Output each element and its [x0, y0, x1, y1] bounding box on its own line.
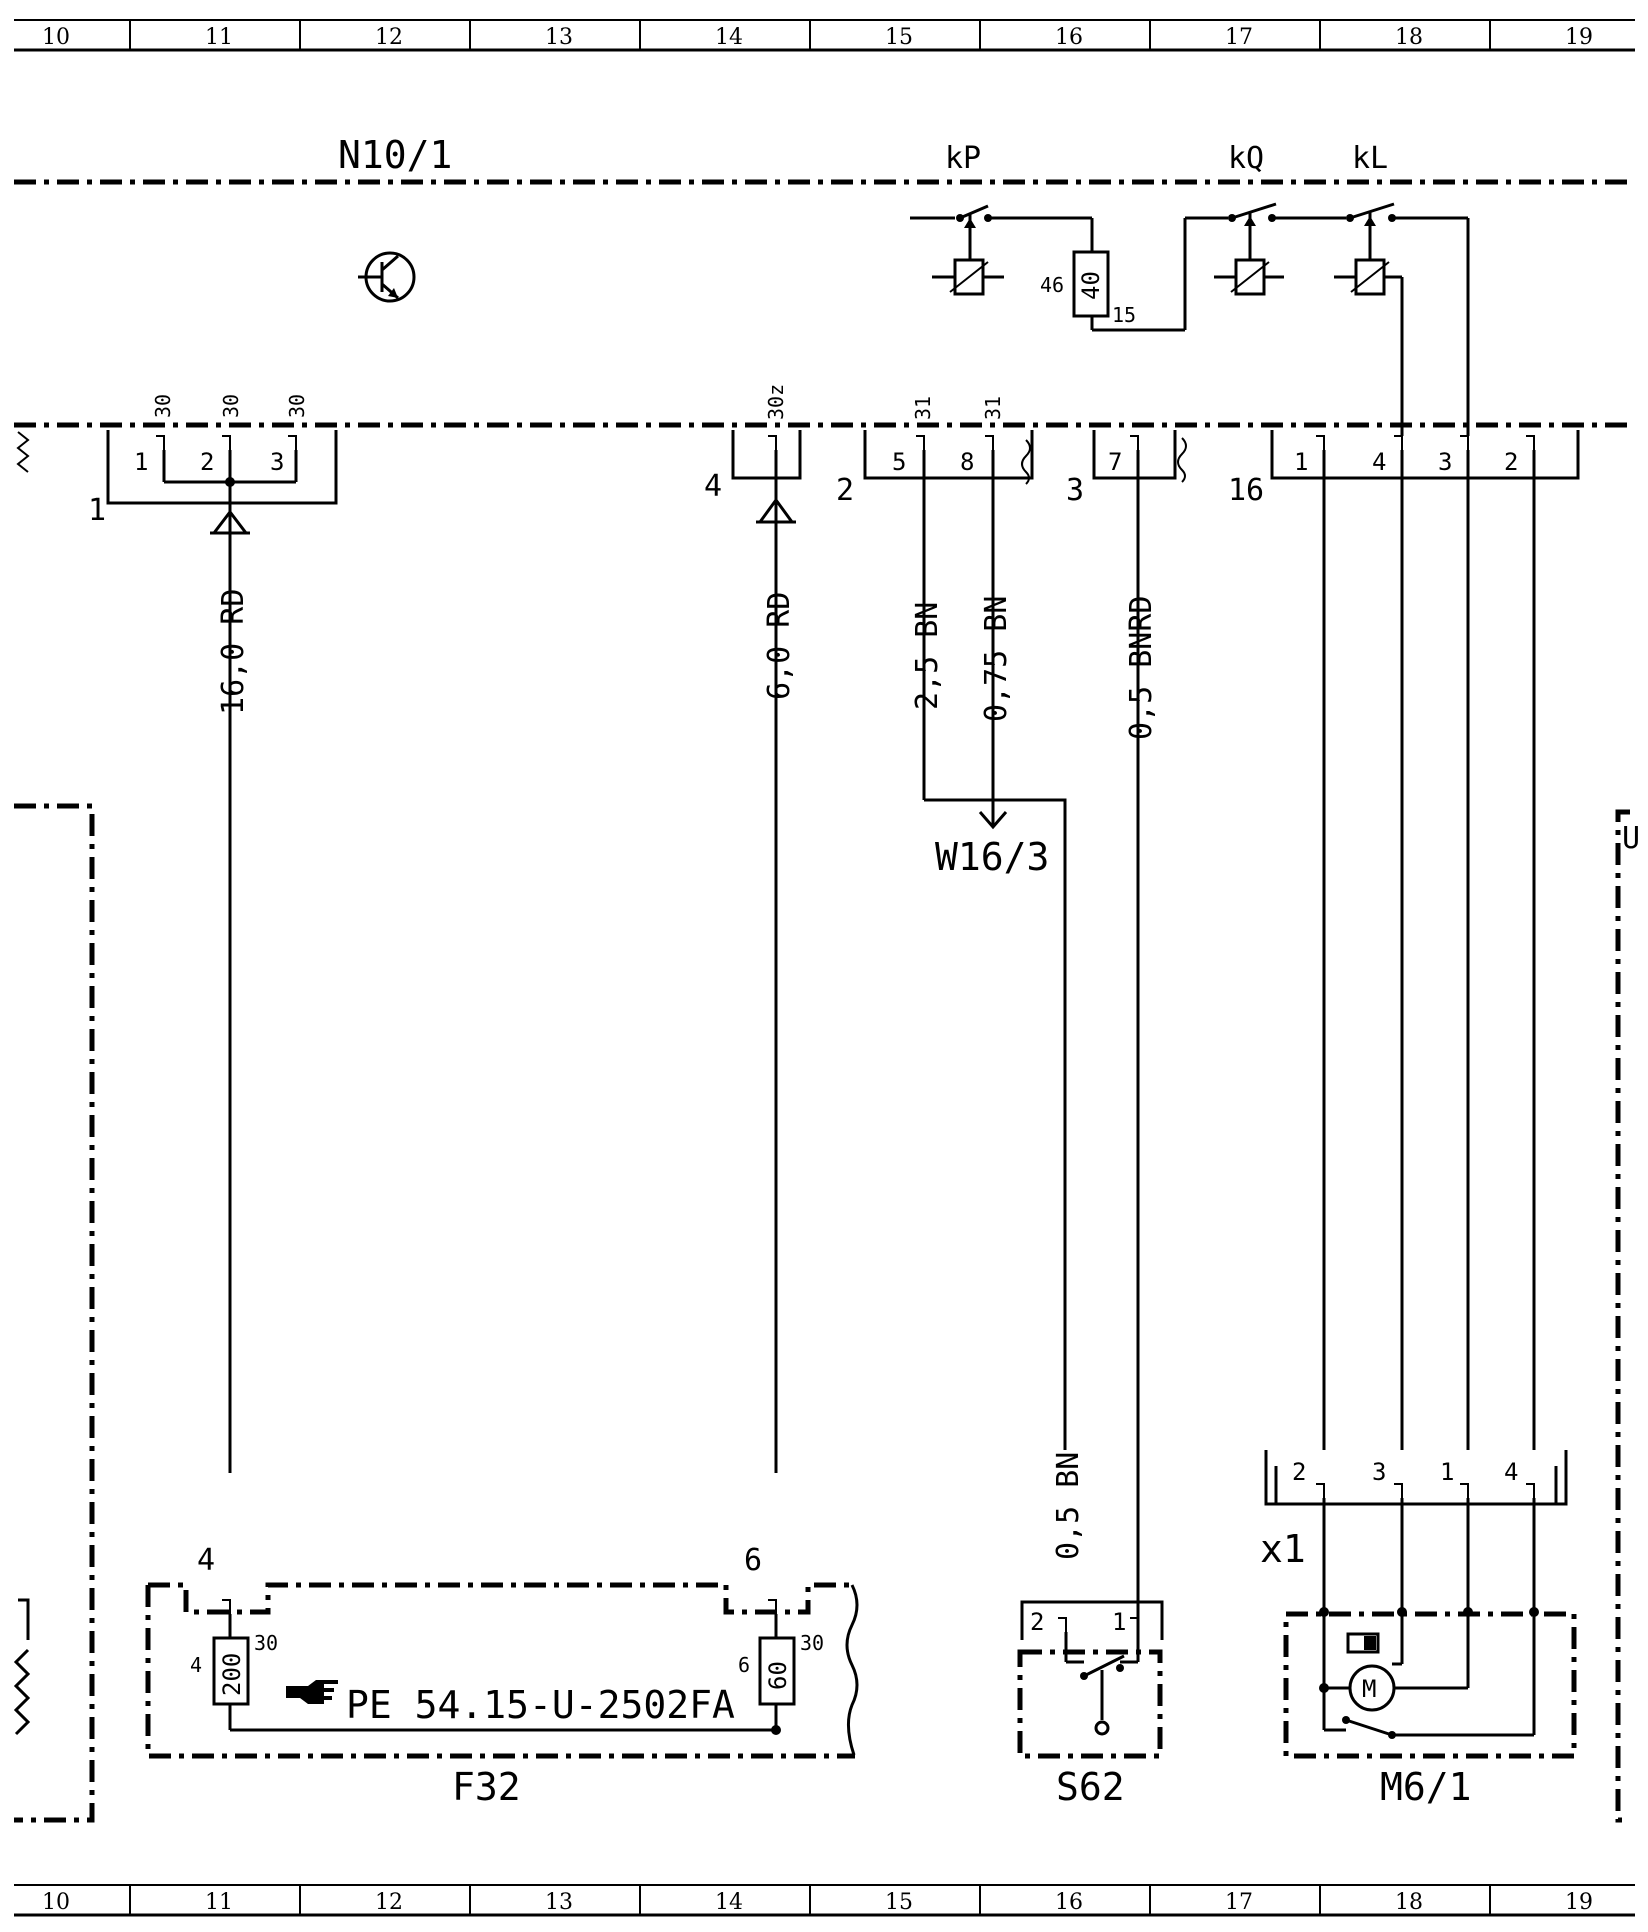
connector-label-x1: x1 [1260, 1527, 1306, 1571]
pin-label: 3 [1372, 1458, 1386, 1486]
grid-label-top: 14 [715, 25, 743, 50]
grid-label-bottom: 14 [715, 1890, 743, 1915]
relay-kl [1334, 202, 1470, 436]
grid-label-bottom: 16 [1055, 1890, 1083, 1915]
component-m6-1: M M6/1 [1283, 1611, 1577, 1809]
component-label-s62: S62 [1056, 1765, 1125, 1809]
fuse-value: 200 [218, 1653, 246, 1696]
pin-label: 1 [1112, 1608, 1126, 1636]
pin-label: 1 [1440, 1458, 1454, 1486]
grid-label-top: 12 [375, 25, 403, 50]
pin-label: 2 [1292, 1458, 1306, 1486]
pin-label: 3 [1438, 448, 1452, 476]
fuse-terminal-label: 30 [254, 1631, 278, 1655]
grid-label-bottom: 10 [42, 1890, 70, 1915]
terminal-label: 31 [911, 396, 935, 420]
transistor-icon [358, 251, 416, 303]
grid-label-bottom: 15 [885, 1890, 913, 1915]
fuse-relay-pin-right: 15 [1112, 303, 1136, 327]
fuse-pin-label: 4 [190, 1653, 202, 1677]
pin-label: 4 [197, 1543, 215, 1578]
wire-label: 6,0 RD [762, 592, 797, 700]
motor-label: M [1362, 1675, 1376, 1703]
pin-label: 4 [1504, 1458, 1518, 1486]
fuse-value: 60 [764, 1661, 792, 1690]
terminal-label: 30z [764, 384, 788, 420]
component-f32: 4 6 200 60 4 6 30 30 PE 54.15-U-2502FA F… [145, 1543, 859, 1809]
pin-label: 8 [960, 448, 974, 476]
relay-label-kp: kP [945, 141, 981, 176]
grid-label-bottom: 12 [375, 1890, 403, 1915]
harness-break-mark [18, 1598, 30, 1640]
harness-break-mark [16, 431, 30, 473]
grid-strip-top: 10 11 12 13 14 15 16 17 18 19 [14, 19, 1635, 52]
pin-label: 2 [200, 448, 214, 476]
grid-label-top: 17 [1225, 25, 1253, 50]
terminal-label: 31 [981, 396, 1005, 420]
wire-label: 0,5 BN [1051, 1452, 1086, 1560]
pointing-hand-icon [286, 1680, 338, 1704]
pin-label: 4 [1372, 448, 1386, 476]
connector-2: 31 31 5 8 2 W16/3 [836, 396, 1067, 1450]
pin-label: 7 [1108, 448, 1122, 476]
module-label-n10-1: N10/1 [338, 133, 452, 177]
grid-strip-bottom: 10 11 12 13 14 15 16 17 18 19 [14, 1884, 1635, 1917]
fuse-relay-pin-left: 46 [1040, 273, 1064, 297]
grid-label-top: 19 [1565, 25, 1593, 50]
connector-number: 4 [704, 469, 722, 504]
grid-label-bottom: 11 [205, 1890, 233, 1915]
connector-16: 1 4 3 2 16 [1228, 430, 1580, 1450]
connector-number: 3 [1066, 473, 1084, 508]
pin-label: 3 [270, 448, 284, 476]
grid-label-top: 15 [885, 25, 913, 50]
grid-label-top: 11 [205, 25, 233, 50]
component-label-m6-1: M6/1 [1380, 1765, 1472, 1809]
grid-label-top: 10 [42, 25, 70, 50]
relay-label-kq: kQ [1228, 141, 1264, 176]
fuse-relay-value: 40 [1077, 271, 1105, 300]
connector-1: 30 30 30 1 2 3 1 [88, 394, 338, 1473]
wire-label: 16,0 RD [216, 589, 251, 715]
pin-label: 6 [744, 1543, 762, 1578]
connector-number: 2 [836, 473, 854, 508]
connector-number: 16 [1228, 473, 1264, 508]
component-s62: 2 1 S62 [1017, 1600, 1164, 1809]
grid-label-top: 18 [1395, 25, 1423, 50]
grid-label-bottom: 17 [1225, 1890, 1253, 1915]
terminal-label: 30 [219, 394, 243, 418]
fuse-pin-label: 6 [738, 1653, 750, 1677]
grid-label-top: 13 [545, 25, 573, 50]
wire-label: 0,75 BN [979, 596, 1014, 722]
connector-3: 7 3 [1066, 430, 1187, 1662]
pin-label: 5 [892, 448, 906, 476]
fuse-terminal-label: 30 [800, 1631, 824, 1655]
reference-label: PE 54.15-U-2502FA [346, 1683, 735, 1727]
relay-label-kl: kL [1352, 141, 1388, 176]
terminal-label: 30 [285, 394, 309, 418]
connector-number: 1 [88, 493, 106, 528]
wire-label: 2,5 BN [910, 602, 945, 710]
connector-4: 30z 4 [704, 384, 802, 1473]
pin-label: 1 [1294, 448, 1308, 476]
grid-label-top: 16 [1055, 25, 1083, 50]
pin-label: 2 [1030, 1608, 1044, 1636]
connector-x1: 2 3 1 4 x1 [1260, 1450, 1568, 1617]
pin-label: 2 [1504, 448, 1518, 476]
component-label-w16-3: W16/3 [935, 835, 1049, 879]
harness-break-mark [13, 1648, 31, 1736]
component-label-f32: F32 [452, 1765, 521, 1809]
grid-label-bottom: 13 [545, 1890, 573, 1915]
relay-kp [910, 204, 1092, 296]
right-boundary [1615, 809, 1630, 1823]
fuse-relay-40: 40 46 15 [1040, 216, 1228, 332]
pin-label: 1 [134, 448, 148, 476]
wire-label: 0,5 BNRD [1124, 596, 1159, 741]
grid-label-bottom: 19 [1565, 1890, 1593, 1915]
grid-label-bottom: 18 [1395, 1890, 1423, 1915]
edge-label-u: U [1622, 821, 1640, 856]
left-boundary [14, 803, 95, 1823]
terminal-label: 30 [151, 394, 175, 418]
relay-kq [1214, 202, 1346, 296]
